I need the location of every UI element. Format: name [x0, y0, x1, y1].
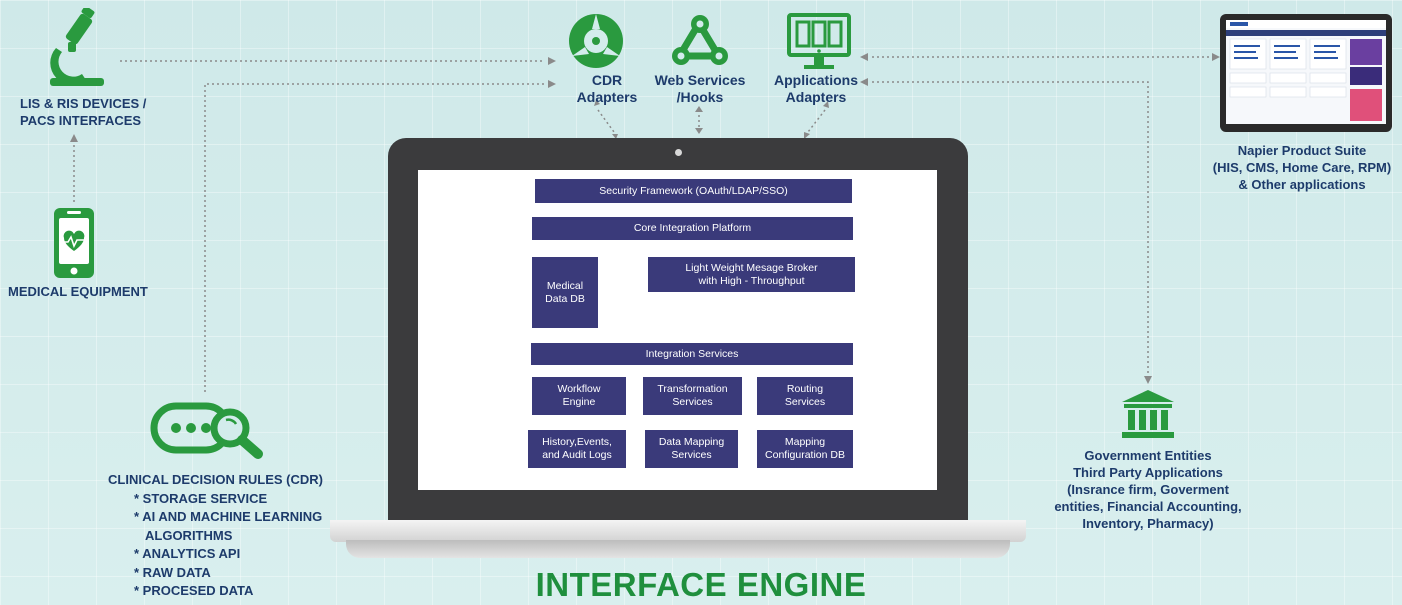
mapping-config-db-box: Mapping Configuration DB — [757, 430, 853, 468]
cdr-item: * STORAGE SERVICE — [134, 490, 268, 506]
arrow-head — [548, 80, 556, 88]
medical-device-icon — [52, 206, 96, 280]
government-label: Government Entities Third Party Applicat… — [1054, 448, 1242, 531]
laptop-base-bottom — [346, 540, 1010, 558]
medical-data-db-box: Medical Data DB — [532, 257, 598, 328]
cdr-adapters-label: CDR Adapters — [576, 72, 638, 105]
message-broker-box: Light Weight Mesage Broker with High - T… — [648, 257, 855, 292]
workflow-engine-box: Workflow Engine — [532, 377, 626, 415]
napier-suite-label: Napier Product Suite (HIS, CMS, Home Car… — [1212, 143, 1392, 192]
cdr-item: * AI AND MACHINE LEARNING — [134, 509, 323, 524]
web-services-label: Web Services /Hooks — [654, 72, 746, 105]
data-mapping-box: Data Mapping Services — [645, 430, 738, 468]
microscope-icon — [42, 6, 112, 88]
link-apps-to-government — [872, 81, 1149, 378]
cdr-title: CLINICAL DECISION RULES (CDR) — [108, 472, 323, 487]
core-integration-box: Core Integration Platform — [532, 217, 853, 240]
camera-dot — [675, 149, 682, 156]
arrow-head — [70, 134, 78, 142]
applications-adapters-label: Applications Adapters — [773, 72, 858, 105]
government-building-icon — [1120, 388, 1176, 440]
lis-ris-label: LIS & RIS DEVICES / PACS INTERFACES — [20, 96, 147, 128]
cdr-item: * PROCESED DATA — [134, 583, 254, 598]
desktop-monitor-icon — [786, 12, 852, 72]
cdr-search-icon — [150, 398, 266, 460]
routing-services-box: Routing Services — [757, 377, 853, 415]
medical-equipment-label: MEDICAL EQUIPMENT — [8, 284, 148, 299]
security-framework-box: Security Framework (OAuth/LDAP/SSO) — [535, 179, 852, 203]
cdr-item: * ANALYTICS API — [134, 546, 241, 561]
page-title: INTERFACE ENGINE — [535, 566, 867, 603]
cdr-item: * RAW DATA — [134, 564, 211, 580]
arrow-head — [548, 57, 556, 65]
transformation-services-box: Transformation Services — [643, 377, 742, 415]
suite-screen — [1226, 20, 1386, 124]
link-cdr-adapters-laptop — [597, 109, 615, 133]
history-audit-box: History,Events, and Audit Logs — [528, 430, 626, 468]
laptop-base — [330, 520, 1026, 542]
integration-services-box: Integration Services — [531, 343, 853, 365]
cdr-item: ALGORITHMS — [145, 527, 233, 543]
vinyl-record-icon — [567, 12, 625, 70]
link-apps-laptop — [807, 109, 826, 133]
webhook-icon — [669, 12, 731, 70]
cdr-rules-list: CLINICAL DECISION RULES (CDR) * STORAGE … — [108, 471, 323, 601]
